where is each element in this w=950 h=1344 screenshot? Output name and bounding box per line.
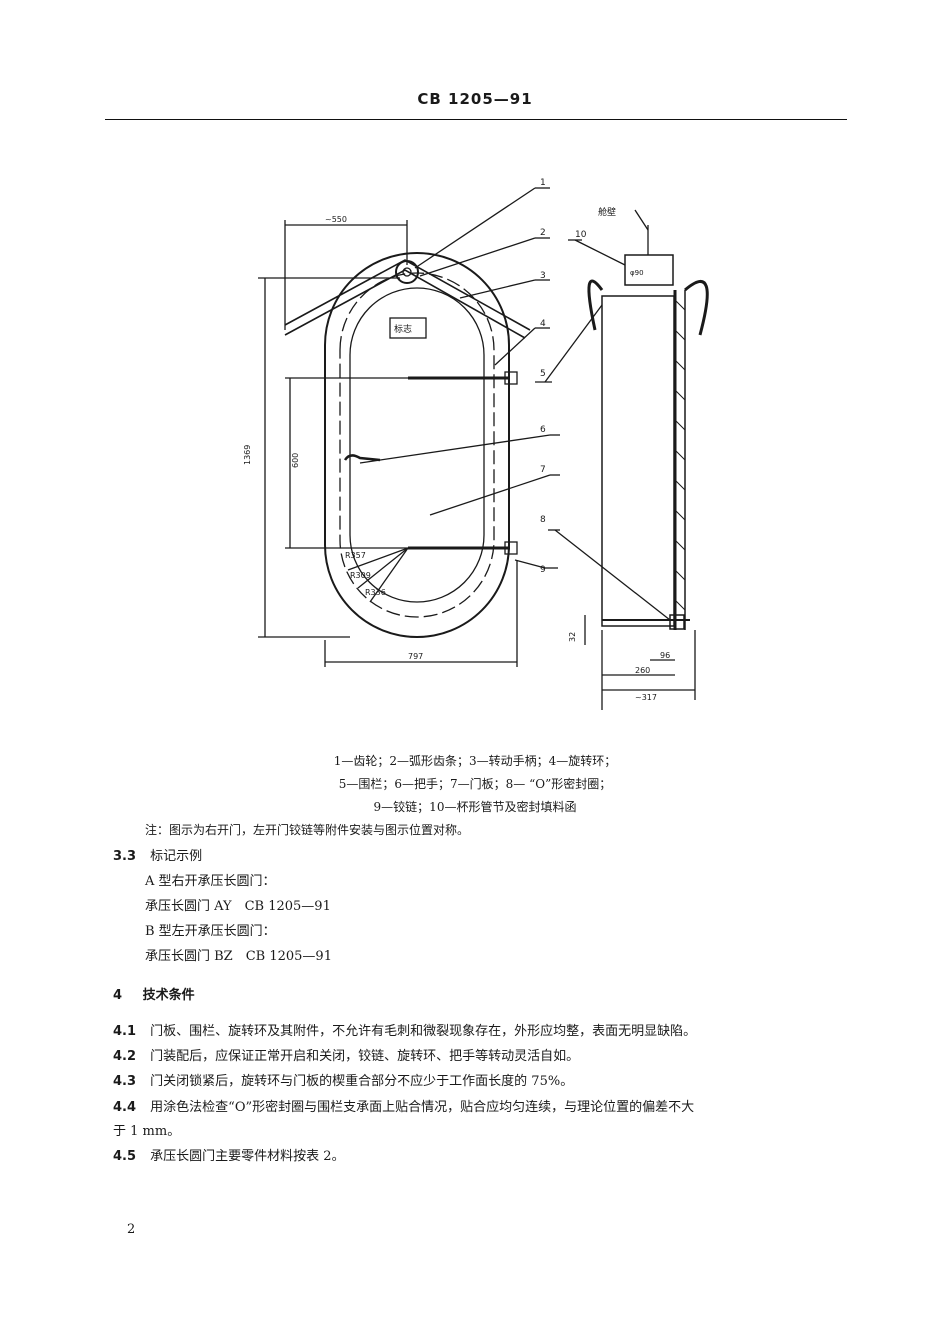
callout-2: 2 bbox=[540, 228, 546, 238]
turning-handle bbox=[284, 259, 531, 339]
marking-example-line: A 型右开承压长圆门： bbox=[145, 874, 276, 889]
callout-10: 10 bbox=[575, 230, 587, 240]
mark-plate bbox=[389, 317, 427, 339]
dim-797: 797 bbox=[408, 652, 423, 661]
door-technical-drawing: 1 2 3 4 5 6 7 8 9 10 标志 舱壁 φ90 ~550 1369… bbox=[243, 178, 709, 710]
page-number: 2 bbox=[127, 1222, 136, 1237]
figure-caption-line-1: 1—齿轮；2—弧形齿条；3—转动手柄；4—旋转环； bbox=[333, 754, 617, 768]
dim-550: ~550 bbox=[325, 215, 347, 224]
marking-example-line: B 型左开承压长圆门： bbox=[145, 924, 276, 939]
dim-1369: 1369 bbox=[243, 445, 252, 465]
clause-text: 门装配后，应保证正常开启和关闭，铰链、旋转环、把手等转动灵活自如。 bbox=[150, 1049, 580, 1064]
dim-r309: R309 bbox=[350, 571, 371, 580]
marking-example-line: 承压长圆门 AY CB 1205—91 bbox=[145, 899, 331, 914]
header-rule bbox=[105, 119, 847, 120]
side-handle-left bbox=[587, 279, 604, 331]
dim-260: 260 bbox=[635, 666, 650, 675]
section-4-title: 技术条件 bbox=[142, 988, 195, 1003]
clause-4-5: 4.5 承压长圆门主要零件材料按表 2。 bbox=[113, 1145, 345, 1164]
clause-4-1: 4.1 门板、围栏、旋转环及其附件，不允许有毛刺和微裂现象存在，外形应均整，表面… bbox=[113, 1020, 696, 1039]
handle-icon bbox=[343, 454, 381, 462]
clause-text: 承压长圆门主要零件材料按表 2。 bbox=[150, 1149, 345, 1164]
callout-7: 7 bbox=[540, 465, 546, 475]
figure-note: 注：图示为右开门，左开门铰链等附件安装与图示位置对称。 bbox=[145, 823, 470, 837]
clause-number: 4.5 bbox=[113, 1149, 137, 1164]
callout-3: 3 bbox=[540, 271, 546, 281]
dim-r357: R357 bbox=[345, 551, 366, 560]
dim-600: 600 bbox=[291, 453, 300, 468]
callout-4: 4 bbox=[540, 319, 546, 329]
clause-text: 用涂色法检查“O”形密封圈与围栏支承面上贴合情况，贴合应均匀连续，与理论位置的偏… bbox=[150, 1100, 695, 1115]
clause-number: 4.4 bbox=[113, 1100, 137, 1115]
pipe-diameter-label: φ90 bbox=[630, 269, 644, 277]
dim-317: ~317 bbox=[635, 693, 657, 702]
clause-4-4: 4.4 用涂色法检查“O”形密封圈与围栏支承面上贴合情况，贴合应均匀连续，与理论… bbox=[113, 1096, 694, 1115]
clause-text: 门关闭锁紧后，旋转环与门板的楔重合部分不应少于工作面长度的 75%。 bbox=[150, 1074, 574, 1089]
door-panel bbox=[349, 287, 485, 603]
rotating-ring bbox=[339, 272, 495, 618]
document-header-code: CB 1205—91 bbox=[417, 90, 533, 108]
clause-text: 门板、围栏、旋转环及其附件，不允许有毛刺和微裂现象存在，外形应均整，表面无明显缺… bbox=[150, 1024, 697, 1039]
door-outer-outline bbox=[324, 252, 510, 638]
clause-number: 4.1 bbox=[113, 1024, 137, 1039]
mark-plate-label: 标志 bbox=[394, 323, 412, 335]
figure-caption-line-2: 5—围栏；6—把手；7—门板；8— “O”形密封圈； bbox=[338, 777, 612, 791]
dim-96: 96 bbox=[660, 651, 670, 660]
side-handle-right bbox=[684, 279, 709, 336]
clause-4-4-continuation: 于 1 mm。 bbox=[113, 1124, 181, 1139]
section-4-heading: 4 技术条件 bbox=[113, 984, 195, 1003]
section-3-3-heading: 3.3 标记示例 bbox=[113, 845, 202, 864]
callout-5: 5 bbox=[540, 369, 546, 379]
callout-6: 6 bbox=[540, 425, 546, 435]
callout-8: 8 bbox=[540, 515, 546, 525]
clause-4-2: 4.2 门装配后，应保证正常开启和关闭，铰链、旋转环、把手等转动灵活自如。 bbox=[113, 1045, 579, 1064]
clause-number: 4.2 bbox=[113, 1049, 137, 1064]
callout-9: 9 bbox=[540, 565, 546, 575]
section-3-3-number: 3.3 bbox=[113, 849, 137, 864]
dim-r336: R336 bbox=[365, 588, 386, 597]
section-4-number: 4 bbox=[113, 988, 123, 1003]
dim-32: 32 bbox=[568, 632, 577, 642]
section-3-3-title: 标记示例 bbox=[150, 849, 203, 864]
clause-4-3: 4.3 门关闭锁紧后，旋转环与门板的楔重合部分不应少于工作面长度的 75%。 bbox=[113, 1070, 573, 1089]
callout-1: 1 bbox=[540, 178, 546, 188]
cup-pipe-joint bbox=[624, 254, 674, 286]
figure-caption-line-3: 9—铰链；10—杯形管节及密封填料函 bbox=[373, 800, 577, 814]
bulkhead-label: 舱壁 bbox=[598, 206, 616, 218]
marking-example-line: 承压长圆门 BZ CB 1205—91 bbox=[145, 949, 332, 964]
coaming-side-view bbox=[601, 295, 675, 627]
clause-number: 4.3 bbox=[113, 1074, 137, 1089]
